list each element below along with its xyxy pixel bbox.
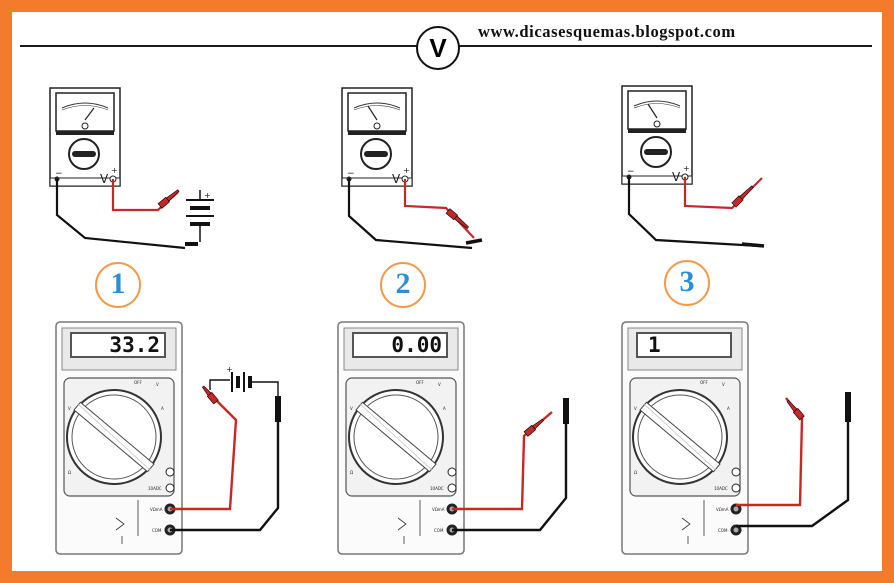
voltage-symbol-badge: V (416, 26, 460, 70)
step-number-1: 1 (95, 262, 141, 308)
red-probe-1 (157, 189, 180, 209)
digital-meter-2 (337, 321, 569, 555)
red-probe-3 (731, 185, 754, 208)
digital-meter-3 (621, 321, 851, 555)
analog-meter-2 (341, 87, 483, 250)
svg-text:+: + (204, 191, 211, 200)
battery-icon-2: + (209, 365, 279, 398)
step-number-2: 2 (380, 262, 426, 308)
analog-meter-1: + (49, 87, 214, 250)
lcd-display-1: 33.2 (70, 332, 166, 358)
step-number-3: 3 (664, 260, 710, 306)
lcd-display-2: 0.00 (352, 332, 448, 358)
digital-meter-1: + (55, 321, 281, 555)
website-url: www.dicasesquemas.blogspot.com (478, 22, 736, 41)
svg-text:+: + (226, 365, 233, 374)
red-probe-2 (445, 208, 469, 229)
analog-meter-3 (621, 85, 765, 248)
lcd-display-3: 1 (636, 332, 732, 358)
battery-icon-1: + (186, 190, 214, 242)
